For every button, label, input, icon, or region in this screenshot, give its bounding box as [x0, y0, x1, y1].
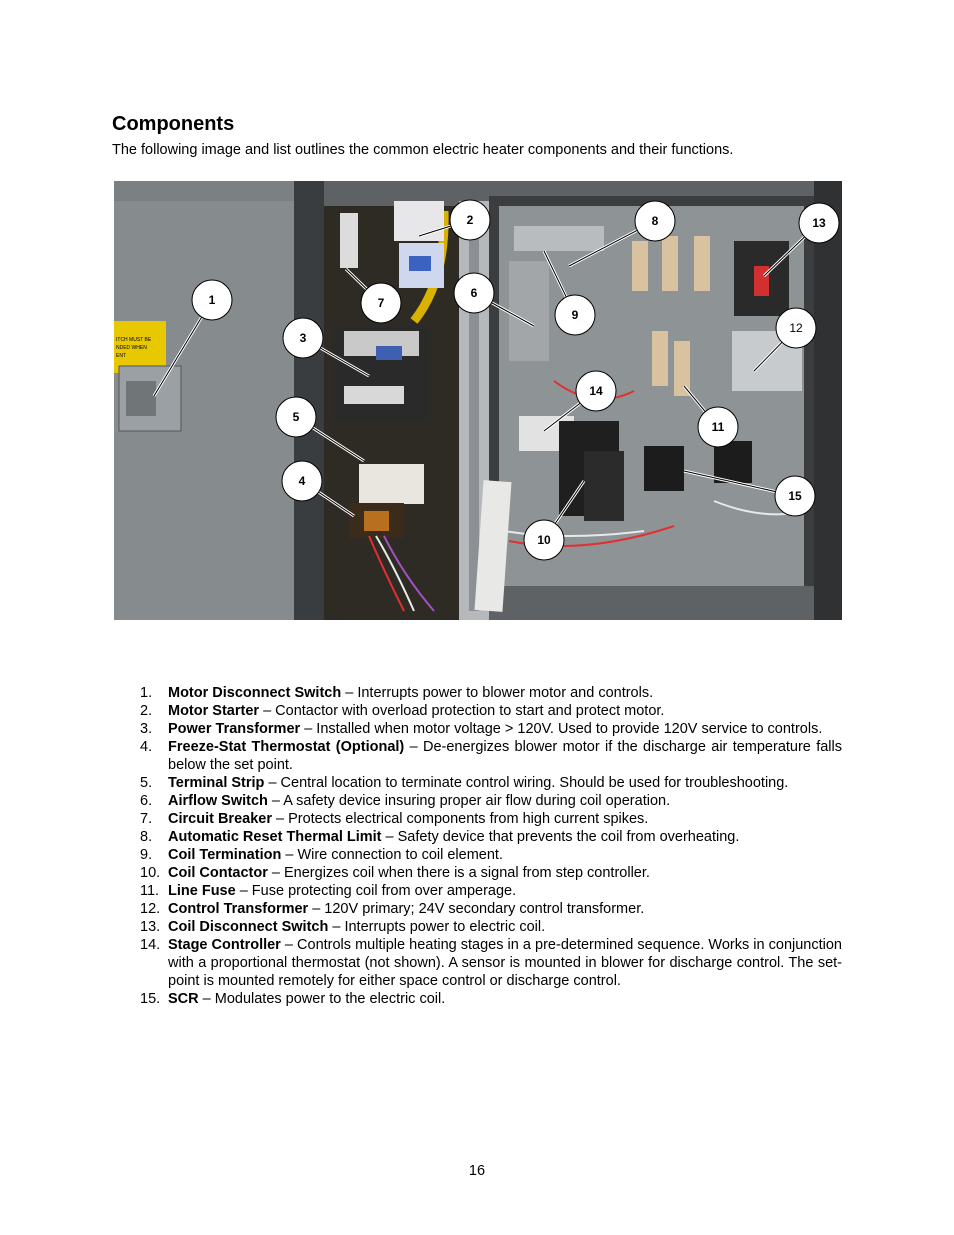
svg-text:NDED WHEN: NDED WHEN	[116, 345, 147, 351]
callout-label-11: 11	[712, 420, 725, 434]
list-item-description: – Central location to terminate control …	[264, 775, 789, 791]
list-item-number: 8.	[140, 829, 153, 845]
list-item: 1. Motor Disconnect Switch – Interrupts p…	[140, 684, 842, 702]
list-item-term: Coil Contactor	[168, 865, 268, 881]
callout-label-1: 1	[209, 293, 216, 307]
list-item-term: Motor Starter	[168, 703, 260, 719]
list-item-term: Motor Disconnect Switch	[168, 685, 342, 701]
callout-4	[281, 460, 323, 502]
callout-label-10: 10	[537, 533, 551, 547]
list-item-term: Line Fuse	[168, 883, 236, 899]
callout-label-9: 9	[572, 308, 579, 322]
list-item: 2. Motor Starter – Contactor with overloa…	[140, 702, 842, 720]
list-item-description: – Energizes coil when there is a signal …	[267, 865, 650, 881]
list-item: 7. Circuit Breaker – Protects electrical …	[140, 810, 842, 828]
page-number: 16	[468, 1163, 486, 1179]
list-item-term: Stage Controller	[168, 937, 281, 953]
callout-label-5: 5	[293, 410, 300, 424]
callout-label-3: 3	[300, 331, 307, 345]
callout-9	[554, 294, 596, 336]
list-item-term: Power Transformer	[168, 721, 301, 737]
list-item-term: Airflow Switch	[168, 793, 268, 809]
callout-11	[697, 406, 739, 448]
list-item: 10. Coil Contactor – Energizes coil when …	[140, 864, 842, 882]
intro-text: The following image and list outlines th…	[112, 142, 734, 158]
list-item-number: 12.	[140, 901, 161, 917]
list-item: 12. Control Transformer – 120V primary; 2…	[140, 900, 842, 918]
list-item-description: – De-energizes blower motor if the disch…	[168, 739, 842, 773]
callout-label-4: 4	[299, 474, 306, 488]
list-item: 15. SCR – Modulates power to the electric…	[140, 990, 842, 1008]
section-heading: Components	[112, 113, 235, 135]
list-item-number: 5.	[140, 775, 153, 791]
list-item-number: 3.	[140, 721, 153, 737]
list-item-term: Freeze-Stat Thermostat (Optional)	[168, 739, 405, 755]
list-item-description: – Protects electrical components from hi…	[271, 811, 649, 827]
list-item-number: 11.	[140, 883, 160, 899]
list-item-term: Coil Disconnect Switch	[168, 919, 329, 935]
list-item: 3. Power Transformer – Installed when mot…	[140, 720, 842, 738]
callout-10	[523, 519, 565, 561]
list-item-description: – Controls multiple heating stages in a …	[168, 937, 842, 989]
list-item-term: Coil Termination	[168, 847, 282, 863]
callout-12	[775, 307, 817, 349]
callout-1	[191, 279, 233, 321]
list-item-number: 2.	[140, 703, 153, 719]
callout-label-12: 12	[789, 321, 803, 335]
list-item: 4. Freeze-Stat Thermostat (Optional) – De…	[140, 738, 842, 774]
list-item-description: – A safety device insuring proper air fl…	[267, 793, 671, 809]
callout-label-2: 2	[467, 213, 474, 227]
list-item-term: Terminal Strip	[168, 775, 265, 791]
list-item: 13. Coil Disconnect Switch – Interrupts p…	[140, 918, 842, 936]
list-item: 8. Automatic Reset Thermal Limit – Safety…	[140, 828, 842, 846]
list-item-number: 13.	[140, 919, 161, 935]
list-item-description: – Interrupts power to blower motor and c…	[341, 685, 654, 701]
list-item: 5. Terminal Strip – Central location to t…	[140, 774, 842, 792]
list-item-number: 10.	[140, 865, 161, 881]
list-item: 14. Stage Controller – Controls multiple …	[140, 936, 842, 990]
callout-14	[575, 370, 617, 412]
list-item-number: 14.	[140, 937, 161, 953]
callout-2	[449, 199, 491, 241]
callout-label-8: 8	[652, 214, 659, 228]
callout-13	[798, 202, 840, 244]
list-item-term: Control Transformer	[168, 901, 309, 917]
svg-text:ITCH MUST BE: ITCH MUST BE	[116, 337, 152, 343]
list-item-number: 4.	[140, 739, 153, 755]
list-item-description: – Fuse protecting coil from over amperag…	[235, 883, 517, 899]
list-item-description: – Installed when motor voltage > 120V. U…	[300, 721, 823, 737]
callout-5	[275, 396, 317, 438]
list-item-number: 7.	[140, 811, 153, 827]
list-item-number: 6.	[140, 793, 153, 809]
callout-3	[282, 317, 324, 359]
callout-label-15: 15	[788, 489, 802, 503]
list-item: 9. Coil Termination – Wire connection to …	[140, 846, 842, 864]
callout-label-13: 13	[812, 216, 826, 230]
list-item-term: Circuit Breaker	[168, 811, 272, 827]
list-item-description: – Contactor with overload protection to …	[259, 703, 665, 719]
callout-15	[774, 475, 816, 517]
callout-label-6: 6	[471, 286, 478, 300]
callout-label-14: 14	[589, 384, 603, 398]
svg-text:ENT: ENT	[116, 353, 126, 359]
list-item-term: Automatic Reset Thermal Limit	[168, 829, 382, 845]
list-item-number: 1.	[140, 685, 153, 701]
list-item: 11. Line Fuse – Fuse protecting coil from…	[140, 882, 842, 900]
list-item-description: – 120V primary; 24V secondary control tr…	[308, 901, 645, 917]
list-item-description: – Modulates power to the electric coil.	[198, 991, 446, 1007]
callout-8	[634, 200, 676, 242]
list-item: 6. Airflow Switch – A safety device insur…	[140, 792, 842, 810]
heater-components-photo: ITCH MUST BE NDED WHEN ENT	[114, 181, 842, 620]
list-item-term: SCR	[168, 991, 199, 1007]
components-list: 1. Motor Disconnect Switch – Interrupts p…	[140, 684, 842, 1008]
list-item-number: 15.	[140, 991, 161, 1007]
list-item-description: – Safety device that prevents the coil f…	[381, 829, 740, 845]
callout-7	[360, 282, 402, 324]
callout-6	[453, 272, 495, 314]
callout-label-7: 7	[378, 296, 385, 310]
list-item-description: – Interrupts power to electric coil.	[328, 919, 546, 935]
list-item-number: 9.	[140, 847, 153, 863]
list-item-description: – Wire connection to coil element.	[281, 847, 503, 863]
